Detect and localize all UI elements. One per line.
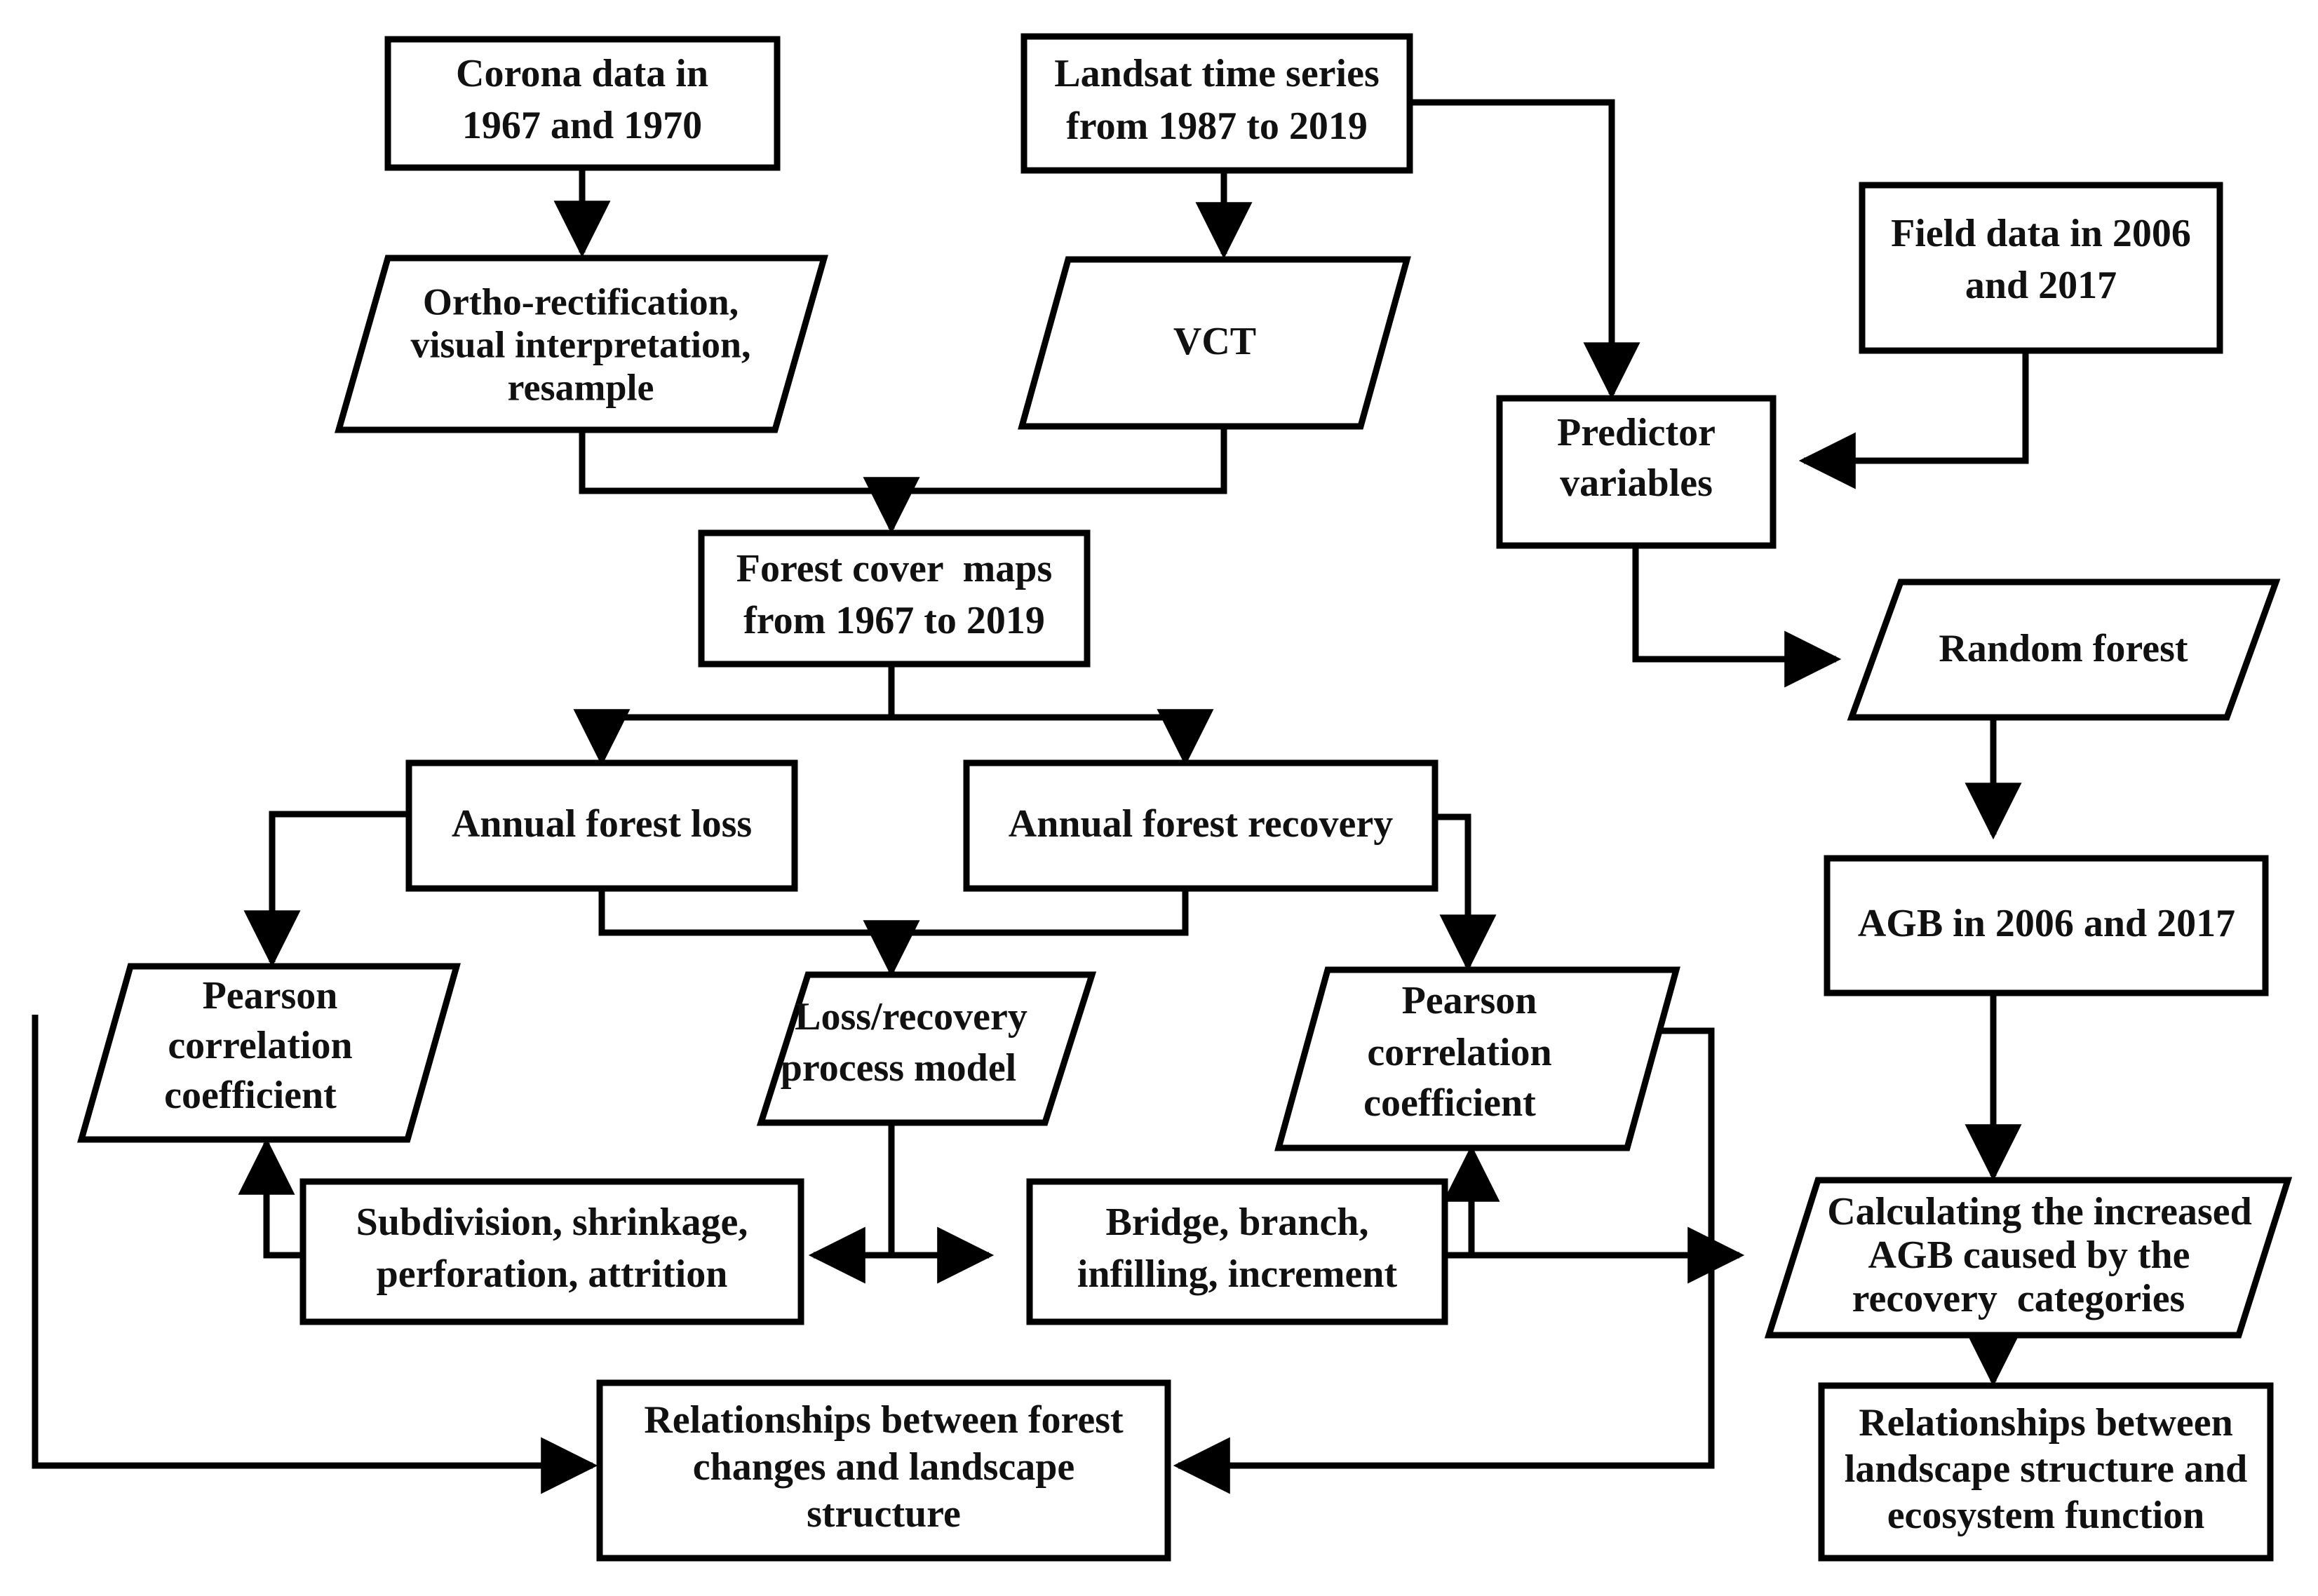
edge-recovery-to-pearsonright [1434,813,1497,972]
landsat-series-line-1: Landsat time series [1054,52,1380,95]
node-annual-forest-recovery[interactable]: Annual forest recovery [963,759,1438,892]
corona-data-line-1: Corona data in [456,52,708,95]
annual-forest-recovery-label: Annual forest recovery [1009,802,1394,846]
node-predictor-variables[interactable]: Predictor variables [1496,395,1777,549]
loss-categories-line-2: perforation, attrition [377,1252,728,1296]
annual-forest-loss-label: Annual forest loss [452,802,752,846]
forest-cover-maps-line-1: Forest cover maps [736,547,1053,590]
agb-2006-2017-label: AGB in 2006 and 2017 [1858,902,2235,945]
node-agb-2006-2017[interactable]: AGB in 2006 and 2017 [1824,855,2269,996]
node-relationships-ecosystem[interactable]: Relationships between landscape structur… [1818,1382,2274,1562]
field-data-line-1: Field data in 2006 [1891,212,2191,255]
ortho-process-line-2: visual interpretation, [411,323,751,365]
calculating-agb-line-3: recovery categories [1852,1277,2185,1320]
edge-ortho-to-forestmaps [579,430,920,534]
node-field-data[interactable]: Field data in 2006 and 2017 [1859,182,2223,354]
relationships-ecosystem-line-1: Relationships between [1859,1401,2233,1445]
edge-landsat-to-predictor [1410,99,1640,400]
ortho-process-line-1: Ortho-rectification, [423,280,739,323]
edge-loss-to-model [598,888,920,978]
node-loss-categories[interactable]: Subdivision, shrinkage, perforation, att… [299,1178,804,1325]
relationships-ecosystem-line-3: ecosystem function [1887,1494,2205,1537]
pearson-left-line-3: coefficient [164,1074,337,1117]
edge-pearsonright-to-relationships [1173,1027,1715,1494]
corona-data-line-2: 1967 and 1970 [462,104,702,147]
pearson-right-line-3: coefficient [1363,1081,1536,1125]
relationships-forest-line-1: Relationships between forest [644,1398,1124,1442]
node-calculating-agb[interactable]: Calculating the increased AGB caused by … [1764,1177,2293,1339]
pearson-left-line-1: Pearson [203,974,338,1017]
pearson-right-line-2: correlation [1367,1031,1551,1074]
loss-recovery-model-line-1: Loss/recovery [795,995,1027,1039]
node-relationships-forest[interactable]: Relationships between forest changes and… [596,1379,1171,1562]
random-forest-label: Random forest [1939,627,2188,670]
node-ortho-process[interactable]: Ortho-rectification, visual interpretati… [335,255,828,433]
node-loss-recovery-model[interactable]: Loss/recovery process model [756,971,1097,1126]
loss-recovery-model-line-2: process model [781,1046,1017,1090]
edges-layer [32,99,2029,1494]
pearson-right-line-1: Pearson [1402,979,1537,1022]
edge-vct-to-merge [896,426,1227,494]
relationships-ecosystem-line-2: landscape structure and [1845,1447,2248,1491]
landsat-series-line-2: from 1987 to 2019 [1066,104,1368,148]
relationships-forest-line-2: changes and landscape [693,1445,1075,1489]
calculating-agb-line-2: AGB caused by the [1868,1233,2190,1277]
edge-predictor-to-randomforest [1632,546,1842,688]
field-data-line-2: and 2017 [1965,264,2117,307]
edge-pearsonleft-to-relationships [32,1015,598,1494]
predictor-variables-line-2: variables [1560,461,1713,505]
recovery-categories-line-1: Bridge, branch, [1106,1201,1369,1244]
node-pearson-right[interactable]: Pearson correlation coefficient [1274,966,1680,1151]
node-landsat-series[interactable]: Landsat time series from 1987 to 2019 [1020,33,1413,174]
edge-recovery-to-model [896,888,1189,936]
node-recovery-categories[interactable]: Bridge, branch, infilling, increment [1026,1178,1448,1325]
edge-losscategories-to-pearsonleft [238,1137,302,1259]
edge-field-to-predictor [1798,351,2029,489]
loss-categories-line-1: Subdivision, shrinkage, [356,1201,748,1244]
relationships-forest-line-3: structure [807,1492,961,1536]
node-corona-data[interactable]: Corona data in 1967 and 1970 [384,36,781,171]
calculating-agb-line-1: Calculating the increased [1827,1190,2252,1233]
node-vct[interactable]: VCT [1018,256,1411,430]
node-forest-cover-maps[interactable]: Forest cover maps from 1967 to 2019 [698,529,1091,668]
nodes-layer: Corona data in 1967 and 1970 Landsat tim… [77,33,2293,1562]
forest-cover-maps-line-2: from 1967 to 2019 [743,599,1045,642]
node-pearson-left[interactable]: Pearson correlation coefficient [77,963,461,1143]
ortho-process-line-3: resample [508,366,654,408]
edge-loss-to-pearsonleft [243,811,409,968]
vct-label: VCT [1173,320,1256,363]
recovery-categories-line-2: infilling, increment [1077,1252,1398,1296]
predictor-variables-line-1: Predictor [1557,411,1716,454]
node-annual-forest-loss[interactable]: Annual forest loss [405,759,798,892]
node-random-forest[interactable]: Random forest [1847,579,2281,721]
pearson-left-line-2: correlation [168,1024,352,1067]
